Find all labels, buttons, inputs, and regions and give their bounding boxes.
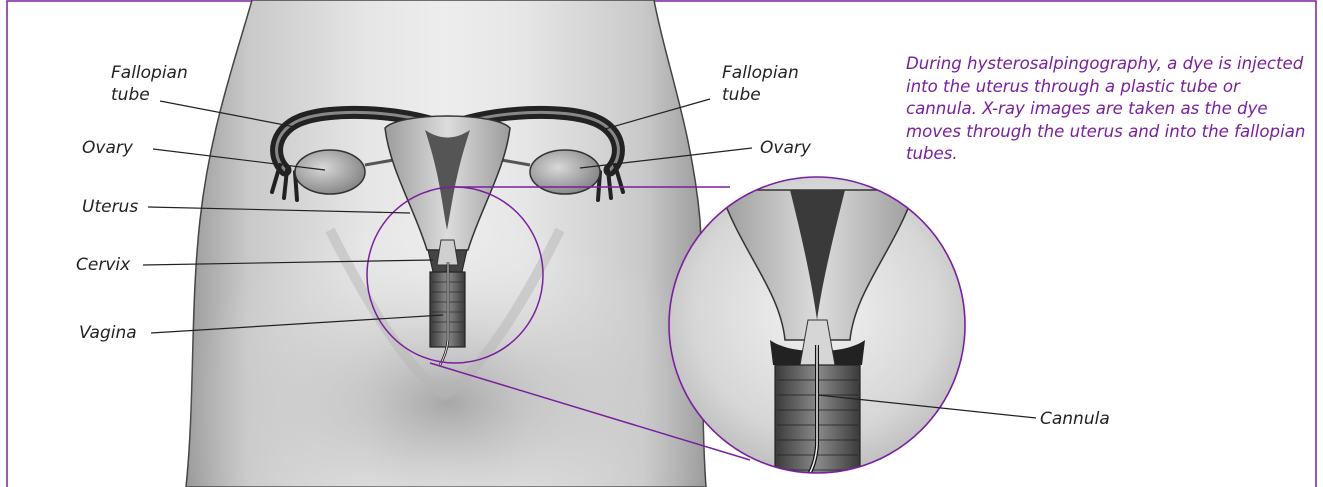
label-ovary-left: Ovary	[82, 137, 133, 159]
procedure-caption: During hysterosalpingography, a dye is i…	[906, 53, 1306, 166]
label-uterus: Uterus	[82, 196, 138, 218]
zoomed-view	[669, 177, 965, 480]
ovary-left	[295, 150, 365, 194]
label-vagina: Vagina	[79, 322, 137, 344]
label-cervix: Cervix	[76, 254, 130, 276]
label-cannula: Cannula	[1040, 408, 1110, 430]
label-fallopian-tube-right: Fallopian tube	[722, 62, 812, 106]
label-fallopian-tube-left: Fallopian tube	[111, 62, 191, 106]
label-ovary-right: Ovary	[760, 137, 811, 159]
